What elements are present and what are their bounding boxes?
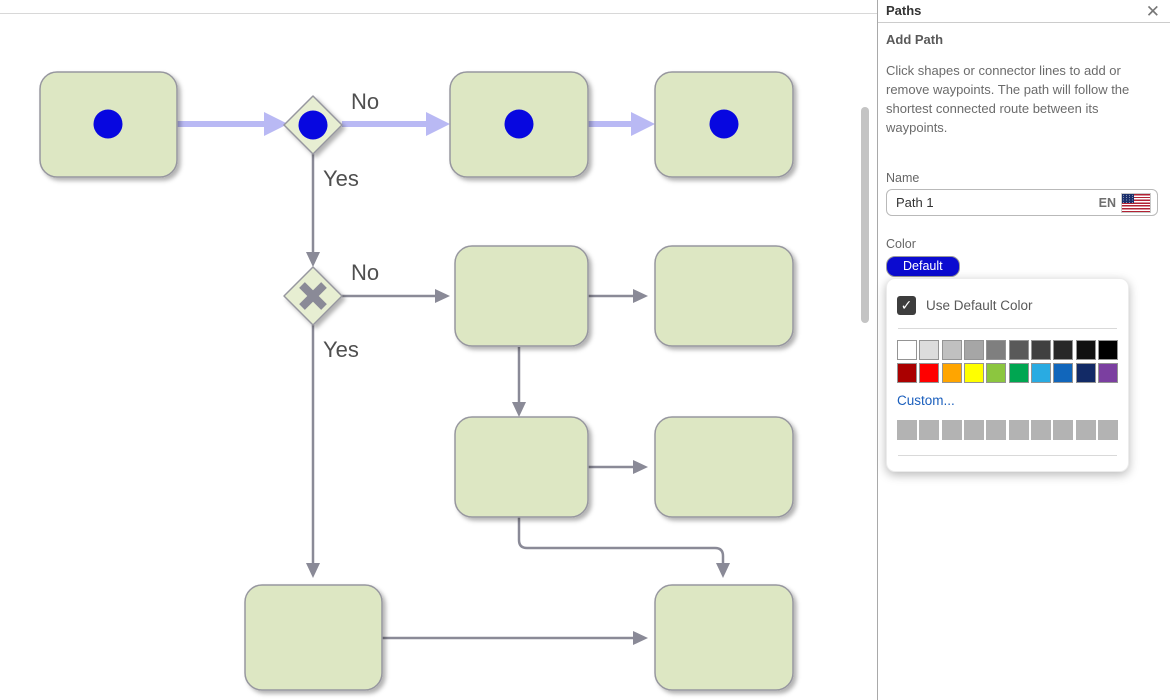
x-mark-icon (299, 282, 327, 310)
color-swatch[interactable] (897, 363, 917, 383)
color-swatch[interactable] (1053, 420, 1074, 440)
waypoint-dot[interactable] (504, 109, 534, 139)
arrowhead (631, 112, 655, 136)
section-title: Add Path (886, 32, 944, 47)
highlighted-path[interactable] (177, 112, 655, 136)
flowchart-svg: No Yes No Yes (39, 71, 794, 691)
color-swatch[interactable] (1075, 340, 1096, 360)
divider (898, 328, 1117, 329)
help-text: Click shapes or connector lines to add o… (886, 63, 1130, 135)
color-swatch[interactable] (941, 340, 962, 360)
recent-colors-row (897, 420, 1119, 440)
flow-node-mid-1[interactable] (454, 245, 589, 347)
color-swatch[interactable] (919, 340, 940, 360)
color-swatch[interactable] (1053, 363, 1074, 383)
panel-title: Paths (886, 3, 922, 18)
color-swatch[interactable] (897, 420, 917, 440)
color-swatch[interactable] (1098, 363, 1119, 383)
diagram-canvas[interactable]: No Yes No Yes (0, 0, 877, 700)
color-swatch[interactable] (986, 363, 1007, 383)
vertical-scrollbar-thumb[interactable] (861, 107, 869, 323)
color-swatch[interactable] (1031, 363, 1052, 383)
color-swatch[interactable] (986, 340, 1007, 360)
color-swatch[interactable] (964, 363, 984, 383)
color-swatch[interactable] (1075, 363, 1096, 383)
connector-arrowheads (306, 252, 730, 645)
branch-label-yes-2: Yes (323, 337, 359, 362)
paths-panel: Paths ✕ Add Path Click shapes or connect… (877, 0, 1170, 700)
color-swatch[interactable] (919, 363, 940, 383)
use-default-color-checkbox[interactable]: ✓ (897, 296, 916, 315)
color-swatch[interactable] (964, 340, 984, 360)
flow-node-bottom-1[interactable] (244, 584, 383, 691)
default-color-button[interactable]: Default (886, 256, 960, 277)
color-picker-popup: ✓ Use Default Color Custom... (886, 278, 1129, 472)
waypoint-dot[interactable] (709, 109, 739, 139)
color-swatch[interactable] (1008, 420, 1029, 440)
color-label: Color (886, 237, 916, 251)
palette-row-colors (897, 363, 1119, 383)
color-swatch[interactable] (941, 420, 962, 440)
waypoint-dot[interactable] (298, 110, 328, 140)
branch-label-yes-1: Yes (323, 166, 359, 191)
color-swatch[interactable] (986, 420, 1007, 440)
flow-node-low-1[interactable] (454, 416, 589, 518)
flow-node-low-2[interactable] (654, 416, 794, 518)
flow-node-mid-2[interactable] (654, 245, 794, 347)
language-code: EN (1098, 195, 1116, 210)
flow-node-bottom-2[interactable] (654, 584, 794, 691)
color-swatch[interactable] (1053, 340, 1074, 360)
branch-label-no-2: No (351, 260, 379, 285)
color-swatch[interactable] (897, 340, 917, 360)
color-swatch[interactable] (964, 420, 984, 440)
use-default-color-label: Use Default Color (926, 298, 1033, 313)
arrowhead (426, 112, 450, 136)
name-label: Name (886, 171, 920, 185)
custom-color-link[interactable]: Custom... (897, 393, 955, 408)
color-swatch[interactable] (941, 363, 962, 383)
connectors[interactable] (311, 154, 725, 640)
us-flag-icon[interactable] (1121, 192, 1151, 213)
arrowhead (264, 112, 288, 136)
color-swatch[interactable] (1098, 340, 1119, 360)
waypoint-dots (93, 109, 739, 140)
color-swatch[interactable] (1008, 363, 1029, 383)
color-swatch[interactable] (1031, 420, 1052, 440)
path-name-input[interactable] (894, 194, 1099, 211)
color-swatch[interactable] (1075, 420, 1096, 440)
close-icon[interactable]: ✕ (1145, 1, 1160, 21)
color-swatch[interactable] (919, 420, 940, 440)
panel-header: Paths ✕ (878, 0, 1170, 23)
divider (898, 455, 1117, 456)
page-boundary-line (0, 13, 877, 14)
name-field-container: EN (886, 189, 1158, 216)
waypoint-dot[interactable] (93, 109, 123, 139)
branch-label-no-1: No (351, 89, 379, 114)
color-swatch[interactable] (1008, 340, 1029, 360)
color-swatch[interactable] (1098, 420, 1119, 440)
palette-row-grays (897, 340, 1119, 360)
color-swatch[interactable] (1031, 340, 1052, 360)
